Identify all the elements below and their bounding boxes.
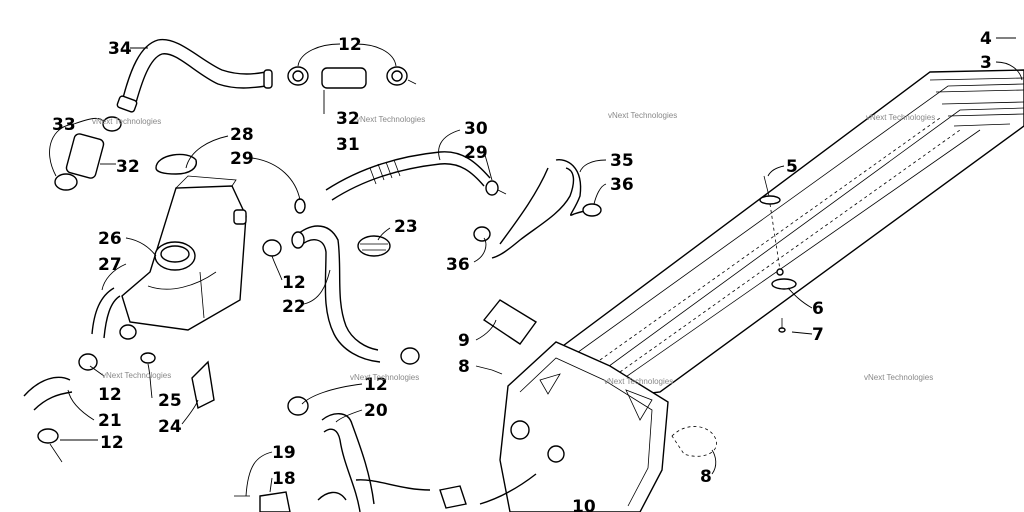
hose-35: [473, 159, 602, 259]
watermark: vNext Technologies: [864, 373, 933, 382]
callout-36-right: 36: [610, 175, 634, 195]
callout-18: 18: [272, 469, 296, 489]
callout-30: 30: [464, 119, 488, 139]
watermark: vNext Technologies: [608, 111, 677, 120]
callout-29-left: 29: [230, 149, 254, 169]
callout-3: 3: [980, 53, 992, 73]
watermark: vNext Technologies: [350, 373, 419, 382]
bottom-parts: [234, 473, 537, 512]
callout-28: 28: [230, 125, 254, 145]
watermark: vNext Technologies: [356, 115, 425, 124]
callout-33: 33: [52, 115, 76, 135]
leader-lines: [49, 37, 1023, 497]
callout-12-center: 12: [364, 375, 388, 395]
callout-20: 20: [364, 401, 388, 421]
callout-19: 19: [272, 443, 296, 463]
callout-29-right: 29: [464, 143, 488, 163]
callout-12-bottom: 12: [100, 433, 124, 453]
hose-21: [23, 353, 98, 463]
clamp-29: [294, 198, 306, 214]
bracket-24: [140, 352, 215, 410]
callout-26: 26: [98, 229, 122, 249]
callout-24: 24: [158, 417, 182, 437]
callout-5: 5: [786, 157, 798, 177]
hose-27: [91, 287, 121, 339]
callout-27: 27: [98, 255, 122, 275]
callout-36-left: 36: [446, 255, 470, 275]
callout-8-left: 8: [458, 357, 470, 377]
callout-4: 4: [980, 29, 992, 49]
watermark: vNext Technologies: [866, 113, 935, 122]
clamp-12-a: [262, 239, 282, 257]
callout-25: 25: [158, 391, 182, 411]
callout-7: 7: [812, 325, 824, 345]
hose-20: [287, 347, 420, 512]
top-clamp-group: [287, 66, 417, 89]
watermark: vNext Technologies: [604, 377, 673, 386]
callout-22: 22: [282, 297, 306, 317]
coolant-tank: [119, 153, 247, 340]
bulkhead: [499, 341, 669, 512]
callout-12-low: 12: [98, 385, 122, 405]
left-clamp-group: [54, 116, 122, 191]
watermark: vNext Technologies: [92, 117, 161, 126]
callout-32-top: 32: [336, 109, 360, 129]
hose-34: [116, 38, 273, 113]
fastener-group: [759, 175, 797, 333]
heat-exchanger: [526, 69, 1024, 405]
callout-31: 31: [336, 135, 360, 155]
bracket-8-right: [671, 426, 717, 457]
callout-6: 6: [812, 299, 824, 319]
watermark: vNext Technologies: [102, 371, 171, 380]
callout-9: 9: [458, 331, 470, 351]
callout-12-mid: 12: [282, 273, 306, 293]
callout-8-right: 8: [700, 467, 712, 487]
callout-32-left: 32: [116, 157, 140, 177]
callout-35: 35: [610, 151, 634, 171]
hose-30: [325, 151, 507, 201]
fastener-8-left: [491, 369, 503, 375]
callout-numbers: 34 12 32 33 32 28 29 31 30 29 35 36 36 2…: [52, 29, 992, 512]
callout-10: 10: [572, 497, 596, 512]
shield-9: [482, 299, 538, 345]
callout-21: 21: [98, 411, 122, 431]
callout-12-top: 12: [338, 35, 362, 55]
hose-22: [291, 225, 381, 363]
callout-34: 34: [108, 39, 132, 59]
clamp-23: [357, 235, 391, 257]
watermarks: vNext Technologies vNext Technologies vN…: [92, 111, 935, 386]
callout-23: 23: [394, 217, 418, 237]
